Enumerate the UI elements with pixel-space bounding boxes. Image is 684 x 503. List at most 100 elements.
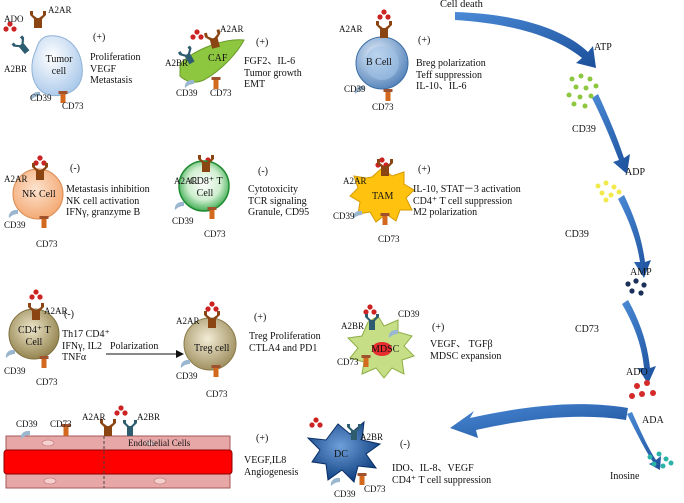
dc-effect-2: CD4⁺ T cell suppression bbox=[392, 474, 492, 486]
cd8-cd73-label: CD73 bbox=[204, 229, 226, 239]
bcell-cd73-label: CD73 bbox=[372, 102, 394, 112]
cd73-enzyme-label: CD73 bbox=[575, 324, 599, 335]
cd4-a2ar-label: A2AR bbox=[44, 306, 68, 316]
cell-death-label: Cell death bbox=[440, 0, 483, 10]
mdsc-a2br-label: A2BR bbox=[341, 321, 365, 331]
nk-effect-1: Metastasis inhibition bbox=[66, 184, 150, 195]
dc-cd39-label: CD39 bbox=[334, 489, 356, 499]
bcell-cell-label: B Cell bbox=[366, 57, 392, 68]
caf-effect-sign: (+) bbox=[256, 37, 269, 48]
cd8-effects: Cytotoxicity TCR signaling Granule, CD95 bbox=[248, 184, 309, 219]
tumor-effect-3: Metastasis bbox=[90, 75, 133, 86]
cd4-cell-line-2: Cell bbox=[25, 336, 43, 348]
atp-label: ATP bbox=[594, 42, 612, 53]
treg-cell-label: Treg cell bbox=[194, 343, 230, 354]
tam-cell bbox=[349, 157, 415, 225]
cd8-effect-2: TCR signaling bbox=[248, 195, 307, 207]
caf-effect-2: Tumor growth bbox=[244, 67, 302, 79]
endo-effect-2: Angiogenesis bbox=[244, 466, 299, 478]
cd8-cell-line-1: CD8⁺ T bbox=[190, 176, 223, 187]
polarization-arrow bbox=[106, 350, 184, 358]
tam-effects: IL-10, STAT－3 activation CD4⁺ T cell sup… bbox=[413, 184, 521, 219]
tam-cd73-label: CD73 bbox=[378, 234, 400, 244]
caf-a2ar-label: A2AR bbox=[220, 24, 244, 34]
treg-effect-2: CTLA4 and PD1 bbox=[249, 342, 318, 354]
tumor-cd39-label: CD39 bbox=[30, 93, 52, 103]
dc-effect-sign: (-) bbox=[400, 439, 410, 450]
endothelial-vessel bbox=[3, 405, 233, 489]
treg-effects: Treg Proliferation CTLA4 and PD1 bbox=[249, 331, 321, 354]
tumor-a2br-label: A2BR bbox=[4, 64, 28, 74]
caf-cell bbox=[177, 29, 245, 89]
adp-molecules bbox=[595, 180, 622, 203]
bcell-effect-3: IL-10、IL-6 bbox=[416, 81, 467, 92]
caf-cd39-label: CD39 bbox=[176, 88, 198, 98]
ada-label: ADA bbox=[642, 415, 664, 426]
tumor-effect-sign: (+) bbox=[93, 32, 106, 43]
dc-a2br-label: A2BR bbox=[360, 432, 384, 442]
cd4-t-cell bbox=[5, 289, 60, 368]
caf-effect-1: FGF2、IL-6 bbox=[244, 56, 296, 67]
nk-cell bbox=[8, 155, 64, 228]
tam-cell-label: TAM bbox=[372, 191, 394, 202]
nk-a2ar-label: A2AR bbox=[4, 174, 28, 184]
tam-a2ar-label: A2AR bbox=[343, 176, 367, 186]
cd39-enzyme-label-1: CD39 bbox=[572, 124, 596, 135]
endo-effects: VEGF,IL8 Angiogenesis bbox=[244, 455, 298, 478]
cd4-effect-3: TNFα bbox=[62, 352, 87, 363]
caf-effect-3: EMT bbox=[244, 79, 266, 90]
cd8-cell-label: CD8⁺ T Cell bbox=[190, 176, 223, 199]
nk-effect-3: IFNγ, granzyme B bbox=[66, 207, 141, 218]
inosine-label: Inosine bbox=[610, 471, 640, 482]
tumor-effects: Proliferation VEGF Metastasis bbox=[90, 52, 141, 87]
endo-effect-1: VEGF,IL8 bbox=[244, 455, 287, 466]
bcell-effect-sign: (+) bbox=[418, 35, 431, 46]
bcell-cd39-label: CD39 bbox=[344, 84, 366, 94]
tumor-cell-label: Tumor cell bbox=[45, 54, 73, 77]
polarization-label: Polarization bbox=[110, 341, 159, 352]
mdsc-effects: VEGF、 TGFβ MDSC expansion bbox=[430, 339, 501, 362]
tam-effect-3: M2 polarization bbox=[413, 207, 478, 218]
cd8-effect-sign: (-) bbox=[258, 166, 268, 177]
amp-molecules bbox=[625, 278, 647, 296]
caf-cell-label: CAF bbox=[208, 53, 228, 64]
mdsc-cd73-label: CD73 bbox=[337, 357, 359, 367]
cd4-cd39-label: CD39 bbox=[4, 366, 26, 376]
bcell-a2ar-label: A2AR bbox=[339, 24, 363, 34]
cd8-a2ar-label: A2AR bbox=[174, 176, 198, 186]
cd8-cell-line-2: Cell bbox=[196, 187, 214, 199]
pathway-arrows bbox=[450, 12, 661, 470]
nk-effect-2: NK cell activation bbox=[66, 195, 140, 207]
tam-effect-1: IL-10, STAT－3 activation bbox=[413, 184, 521, 195]
mdsc-effect-2: MDSC expansion bbox=[430, 350, 502, 362]
cd4-effect-2: IFNγ, IL2 bbox=[62, 340, 102, 352]
cd8-effect-1: Cytotoxicity bbox=[248, 184, 298, 195]
caf-cd73-label: CD73 bbox=[210, 88, 232, 98]
cd39-enzyme-label-2: CD39 bbox=[565, 229, 589, 240]
adp-label: ADP bbox=[625, 167, 646, 178]
cd8-cd39-label: CD39 bbox=[172, 216, 194, 226]
endo-cd73-label: CD73 bbox=[50, 419, 72, 429]
endo-effect-sign: (+) bbox=[256, 433, 269, 444]
tam-effect-2: CD4⁺ T cell suppression bbox=[413, 195, 513, 207]
cd4-effect-sign: (-) bbox=[64, 309, 74, 320]
nk-effects: Metastasis inhibition NK cell activation… bbox=[66, 184, 150, 219]
bcell-effect-2: Teff suppression bbox=[416, 69, 483, 81]
treg-cd73-label: CD73 bbox=[206, 389, 228, 399]
treg-effect-1: Treg Proliferation bbox=[249, 331, 321, 342]
cd4-cd73-label: CD73 bbox=[36, 377, 58, 387]
dc-cell bbox=[306, 417, 382, 486]
mdsc-cell bbox=[346, 304, 415, 379]
nk-cd39-label: CD39 bbox=[4, 220, 26, 230]
bcell-effect-1: Breg polarization bbox=[416, 58, 486, 69]
cd4-effect-1: Th17 CD4⁺ bbox=[62, 329, 110, 340]
caf-effects: FGF2、IL-6 Tumor growth EMT bbox=[244, 56, 302, 91]
treg-a2ar-label: A2AR bbox=[176, 316, 200, 326]
cd4-effects: Th17 CD4⁺ IFNγ, IL2 TNFα bbox=[62, 329, 110, 364]
cd4-cell-label: CD4⁺ T Cell bbox=[18, 325, 51, 348]
treg-effect-sign: (+) bbox=[254, 312, 267, 323]
ado-label: ADO bbox=[626, 367, 648, 378]
treg-cell bbox=[180, 301, 237, 377]
amp-label: AMP bbox=[630, 267, 652, 278]
